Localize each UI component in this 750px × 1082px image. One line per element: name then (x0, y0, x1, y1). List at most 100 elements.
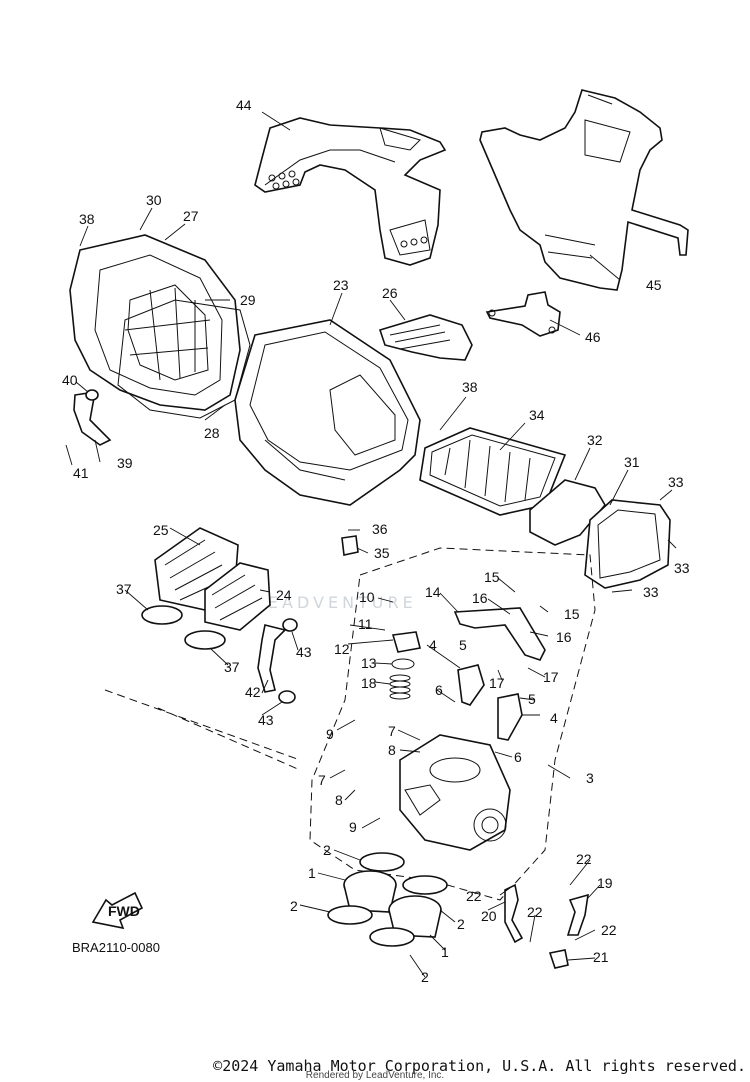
callout-43a: 43 (296, 644, 312, 660)
watermark-text: LEADVENTURE (255, 593, 417, 612)
part-13-oring (391, 658, 415, 670)
callout-9b: 9 (349, 819, 357, 835)
callout-22d: 22 (601, 922, 617, 938)
part-42-hose (257, 624, 287, 693)
callout-numbers: 44 30 27 38 29 23 26 45 46 38 34 32 31 3… (62, 97, 690, 985)
callout-2c: 2 (457, 916, 465, 932)
callout-17b: 17 (543, 669, 559, 685)
callout-15a: 15 (484, 569, 500, 585)
callout-1b: 1 (441, 944, 449, 960)
callout-22c: 22 (527, 904, 543, 920)
part-12-sensor (391, 631, 421, 653)
part-2-clamp-d (369, 927, 415, 947)
part-19-hose (566, 893, 589, 936)
callout-31: 31 (624, 454, 640, 470)
callout-15b: 15 (564, 606, 580, 622)
fwd-label: FWD (108, 903, 140, 919)
callout-45: 45 (646, 277, 662, 293)
part-45-bracket (479, 89, 689, 291)
callout-35: 35 (374, 545, 390, 561)
copyright-text: ©2024 Yamaha Motor Corporation, U.S.A. A… (213, 1057, 746, 1075)
callout-37a: 37 (116, 581, 132, 597)
part-2-clamp-b (327, 905, 373, 925)
callout-28: 28 (204, 425, 220, 441)
callout-40: 40 (62, 372, 78, 388)
callout-33c: 33 (643, 584, 659, 600)
part-37-clamp-a (141, 605, 183, 625)
part-44-cover (254, 117, 447, 266)
callout-2b: 2 (290, 898, 298, 914)
callout-38a: 38 (79, 211, 95, 227)
assembly-link-outline (104, 689, 301, 771)
callout-13: 13 (361, 655, 377, 671)
callout-7b: 7 (318, 772, 326, 788)
callout-23: 23 (333, 277, 349, 293)
callout-9a: 9 (326, 726, 334, 742)
part-18-spring (389, 674, 411, 700)
callout-27: 27 (183, 208, 199, 224)
part-26-duct (378, 314, 473, 361)
part-37-clamp-b (184, 630, 226, 650)
callout-22a: 22 (466, 888, 482, 904)
callout-44: 44 (236, 97, 252, 113)
callout-29: 29 (240, 292, 256, 308)
part-46-plate (485, 291, 561, 337)
throttle-body (399, 734, 511, 851)
callout-5a: 5 (459, 637, 467, 653)
part-43-clamp-b (278, 690, 296, 704)
callout-42: 42 (245, 684, 261, 700)
callout-33b: 33 (674, 560, 690, 576)
callout-33a: 33 (668, 474, 684, 490)
part-31-side-cover (584, 499, 671, 589)
part-40-clamp (85, 389, 99, 401)
part-24-joint (204, 562, 271, 631)
callout-12: 12 (334, 641, 350, 657)
callout-5b: 5 (528, 691, 536, 707)
callout-18: 18 (361, 675, 377, 691)
callout-11: 11 (358, 616, 373, 632)
part-23-airbox (234, 319, 421, 506)
callout-19: 19 (597, 875, 613, 891)
callout-2d: 2 (421, 969, 429, 985)
callout-36: 36 (372, 521, 388, 537)
part-4-injector-a (457, 664, 485, 706)
rendered-by-text: Rendered by LeadVenture, Inc. (305, 1070, 445, 1081)
callout-32: 32 (587, 432, 603, 448)
callout-17a: 17 (489, 675, 505, 691)
callout-4a: 4 (429, 637, 437, 653)
callout-20: 20 (481, 908, 497, 924)
callout-26: 26 (382, 285, 398, 301)
part-39-hose (73, 391, 112, 446)
leader-lines (65, 111, 677, 978)
part-3-assembly-outline (309, 547, 596, 901)
callout-25: 25 (153, 522, 169, 538)
callout-43b: 43 (258, 712, 274, 728)
callout-8b: 8 (335, 792, 343, 808)
callout-1a: 1 (308, 865, 316, 881)
callout-22b: 22 (576, 851, 592, 867)
callout-46: 46 (585, 329, 601, 345)
callout-6b: 6 (514, 749, 522, 765)
callout-39: 39 (117, 455, 133, 471)
part-1-joint-a (343, 870, 397, 913)
part-2-clamp-a (359, 852, 405, 872)
callout-30: 30 (146, 192, 162, 208)
part-21-joint (548, 949, 569, 969)
callout-16b: 16 (556, 629, 572, 645)
callout-10: 10 (359, 589, 375, 605)
fwd-arrow-icon: FWD (91, 891, 144, 930)
callout-37b: 37 (224, 659, 240, 675)
part-2-clamp-c (402, 875, 448, 895)
part-20-hose (504, 883, 524, 944)
callout-41: 41 (73, 465, 89, 481)
part-43-clamp-a (282, 618, 298, 632)
callout-21: 21 (593, 949, 609, 965)
callout-6a: 6 (435, 682, 443, 698)
diagram-code: BRA2110-0080 (72, 940, 160, 955)
callout-38b: 38 (462, 379, 478, 395)
part-35-drain (341, 535, 359, 556)
callout-16a: 16 (472, 590, 488, 606)
part-14-fuel-rail (453, 607, 546, 661)
callout-3: 3 (586, 770, 594, 786)
callout-34: 34 (529, 407, 545, 423)
